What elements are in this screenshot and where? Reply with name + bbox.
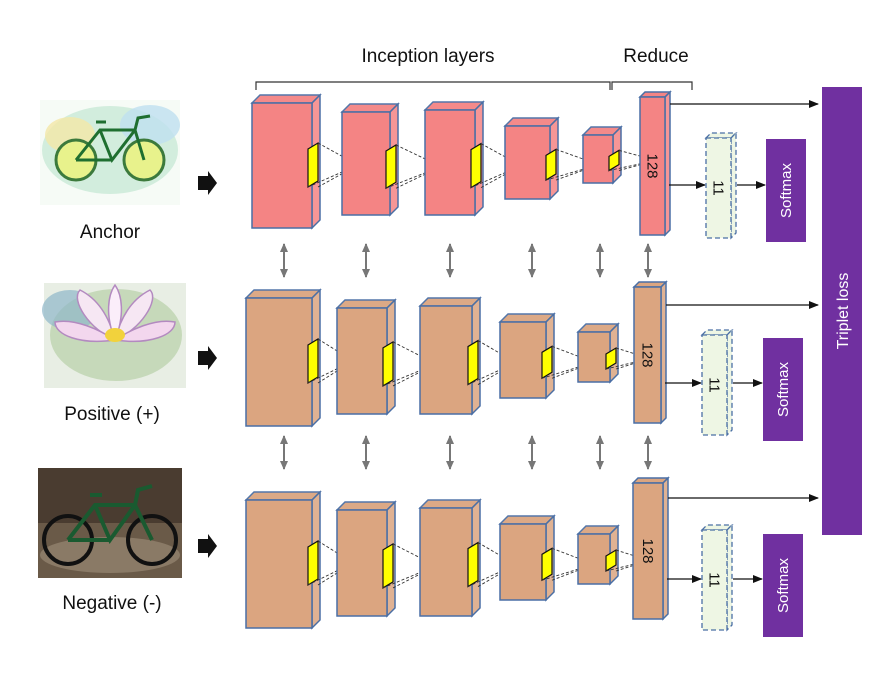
- class-count-label: 11: [706, 572, 723, 588]
- network-row-1: 128 11 Softmax: [250, 90, 819, 242]
- reduce-block: 128: [631, 476, 670, 621]
- reduce-bracket: [611, 81, 693, 90]
- inception-block: [423, 100, 522, 217]
- reduce-block: 128: [632, 280, 668, 425]
- embedding-dim-label: 128: [644, 153, 661, 178]
- network-row-2: 128 11 Softmax: [244, 280, 819, 441]
- anchor-label: Anchor: [80, 222, 141, 243]
- reduce-block: 128: [638, 90, 672, 237]
- negative-image: [38, 468, 182, 578]
- inception-block: [498, 312, 595, 400]
- inception-block: [581, 125, 657, 185]
- header: Inception layers Reduce: [255, 46, 693, 90]
- softmax-box: Softmax: [763, 338, 803, 441]
- inception-block: [340, 102, 442, 217]
- softmax-box: Softmax: [763, 534, 803, 637]
- class-box: 11: [704, 131, 738, 240]
- inception-block: [576, 322, 651, 384]
- reduce-label: Reduce: [623, 46, 689, 67]
- softmax-label: Softmax: [775, 361, 792, 417]
- negative-label: Negative (-): [62, 593, 161, 614]
- embedding-dim-label: 128: [639, 342, 656, 367]
- inception-block: [244, 490, 354, 630]
- inception-block: [335, 500, 437, 618]
- input-arrow-icon: [198, 534, 217, 558]
- class-box: 11: [700, 328, 734, 437]
- input-arrow-icon: [198, 171, 217, 195]
- inception-block: [244, 288, 354, 428]
- class-box: 11: [700, 523, 734, 632]
- inception-bracket: [255, 81, 611, 90]
- inception-block: [418, 498, 517, 618]
- triplet-loss-label: Triplet loss: [835, 273, 852, 350]
- network-row-3: 128 11 Softmax: [244, 476, 819, 637]
- positive-label: Positive (+): [64, 404, 160, 425]
- inception-block: [418, 296, 517, 416]
- softmax-label: Softmax: [778, 162, 795, 218]
- class-count-label: 11: [710, 180, 727, 196]
- kernel-icon: [307, 141, 359, 189]
- softmax-box: Softmax: [766, 139, 806, 242]
- positive-image: [42, 283, 186, 388]
- inception-block: [335, 298, 437, 416]
- inception-layers-label: Inception layers: [361, 46, 494, 67]
- class-count-label: 11: [706, 377, 723, 393]
- embedding-dim-label: 128: [639, 538, 656, 563]
- input-arrow-icon: [198, 346, 217, 370]
- anchor-image: [40, 100, 180, 205]
- triplet-loss-box: Triplet loss: [822, 87, 862, 535]
- inception-block: [250, 93, 359, 230]
- softmax-label: Softmax: [775, 557, 792, 613]
